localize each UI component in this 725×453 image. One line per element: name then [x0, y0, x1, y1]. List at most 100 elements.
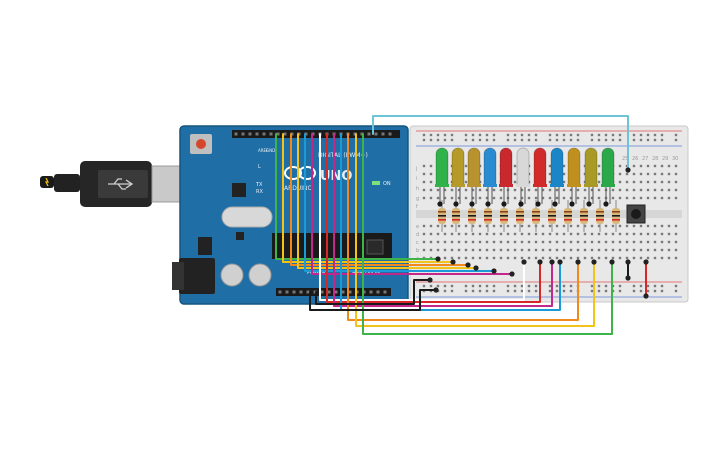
led[interactable]: [601, 147, 615, 187]
wire-endpoint[interactable]: [435, 256, 441, 262]
resistor-band: [580, 211, 588, 213]
hole: [478, 284, 482, 288]
header-pin: [376, 290, 380, 294]
hole: [443, 232, 447, 236]
hole: [555, 248, 559, 252]
wire-endpoint[interactable]: [537, 259, 543, 265]
wire-endpoint[interactable]: [557, 259, 563, 265]
hole: [632, 138, 636, 142]
led-pin: [501, 201, 507, 207]
wire-endpoint[interactable]: [625, 275, 631, 281]
resistor-band: [484, 219, 492, 221]
hole: [541, 248, 545, 252]
hole: [429, 138, 433, 142]
hole: [485, 240, 489, 244]
resistor-band: [580, 215, 588, 217]
hole: [436, 133, 440, 137]
hole: [464, 256, 468, 260]
hole: [492, 256, 496, 260]
header-pin: [234, 132, 238, 136]
led[interactable]: [550, 147, 564, 187]
push-button[interactable]: [626, 204, 646, 224]
hole: [646, 164, 650, 168]
board-model: UNO: [320, 169, 353, 184]
led[interactable]: [567, 147, 581, 187]
wire-endpoint[interactable]: [433, 287, 439, 293]
wire-red[interactable]: [326, 133, 541, 303]
hole: [660, 180, 664, 184]
hole: [464, 180, 468, 184]
wire-endpoint[interactable]: [491, 268, 497, 274]
led-rim: [516, 184, 530, 187]
wire-endpoint[interactable]: [473, 265, 479, 271]
push-button-cap[interactable]: [631, 209, 641, 219]
hole: [562, 224, 566, 228]
led[interactable]: [483, 147, 497, 187]
wire-blue[interactable]: [304, 133, 495, 272]
hole: [590, 138, 594, 142]
led[interactable]: [533, 147, 547, 187]
led[interactable]: [467, 147, 481, 187]
led[interactable]: [499, 147, 513, 187]
hole: [653, 196, 657, 200]
wire-endpoint[interactable]: [591, 259, 597, 265]
wire-endpoint[interactable]: [575, 259, 581, 265]
hole: [632, 196, 636, 200]
hole: [513, 240, 517, 244]
hole: [485, 224, 489, 228]
hole: [443, 196, 447, 200]
wire-orange-2[interactable]: [347, 133, 579, 321]
hole: [478, 240, 482, 244]
wire-yellow-3[interactable]: [355, 133, 595, 327]
hole: [527, 289, 531, 293]
hole: [667, 224, 671, 228]
hole: [506, 289, 510, 293]
small-chip: [236, 232, 244, 240]
wire-endpoint[interactable]: [521, 259, 527, 265]
wire-endpoint[interactable]: [465, 262, 471, 268]
wire-white[interactable]: [319, 133, 525, 301]
wire-black-2[interactable]: [315, 279, 431, 305]
hole: [660, 289, 664, 293]
hole: [422, 224, 426, 228]
wire-endpoint[interactable]: [643, 293, 649, 299]
hole: [485, 248, 489, 252]
wire-magenta[interactable]: [311, 133, 513, 275]
hole: [597, 164, 601, 168]
reset-button[interactable]: [196, 139, 206, 149]
hole: [492, 232, 496, 236]
wire-black[interactable]: [309, 289, 437, 311]
wire-yellow-2[interactable]: [297, 133, 477, 269]
wire-endpoint[interactable]: [625, 167, 631, 173]
led[interactable]: [584, 147, 598, 187]
wire-endpoint[interactable]: [427, 277, 433, 283]
wire-magenta-2[interactable]: [333, 133, 553, 307]
hole: [422, 284, 426, 288]
wire-endpoint[interactable]: [643, 259, 649, 265]
usb-cable[interactable]: [40, 161, 183, 207]
wire-green-2[interactable]: [362, 133, 613, 335]
wire-endpoint[interactable]: [625, 259, 631, 265]
hole: [450, 196, 454, 200]
wire-endpoint[interactable]: [609, 259, 615, 265]
led[interactable]: [451, 147, 465, 187]
hole: [548, 256, 552, 260]
wire-cyan[interactable]: [372, 115, 629, 171]
wire-orange[interactable]: [290, 133, 469, 266]
wire-endpoint[interactable]: [549, 259, 555, 265]
hole: [422, 138, 426, 142]
wire-blue-2[interactable]: [340, 133, 561, 311]
hole: [660, 172, 664, 176]
led[interactable]: [435, 147, 449, 187]
hole: [646, 248, 650, 252]
hole: [562, 188, 566, 192]
chip-notch: [366, 239, 384, 255]
row-letter: d: [416, 232, 419, 238]
led[interactable]: [516, 147, 530, 187]
wire-green[interactable]: [275, 133, 439, 260]
wire-endpoint[interactable]: [509, 271, 515, 277]
wire-endpoint[interactable]: [450, 259, 456, 265]
hole: [457, 248, 461, 252]
wire-yellow[interactable]: [282, 133, 454, 263]
